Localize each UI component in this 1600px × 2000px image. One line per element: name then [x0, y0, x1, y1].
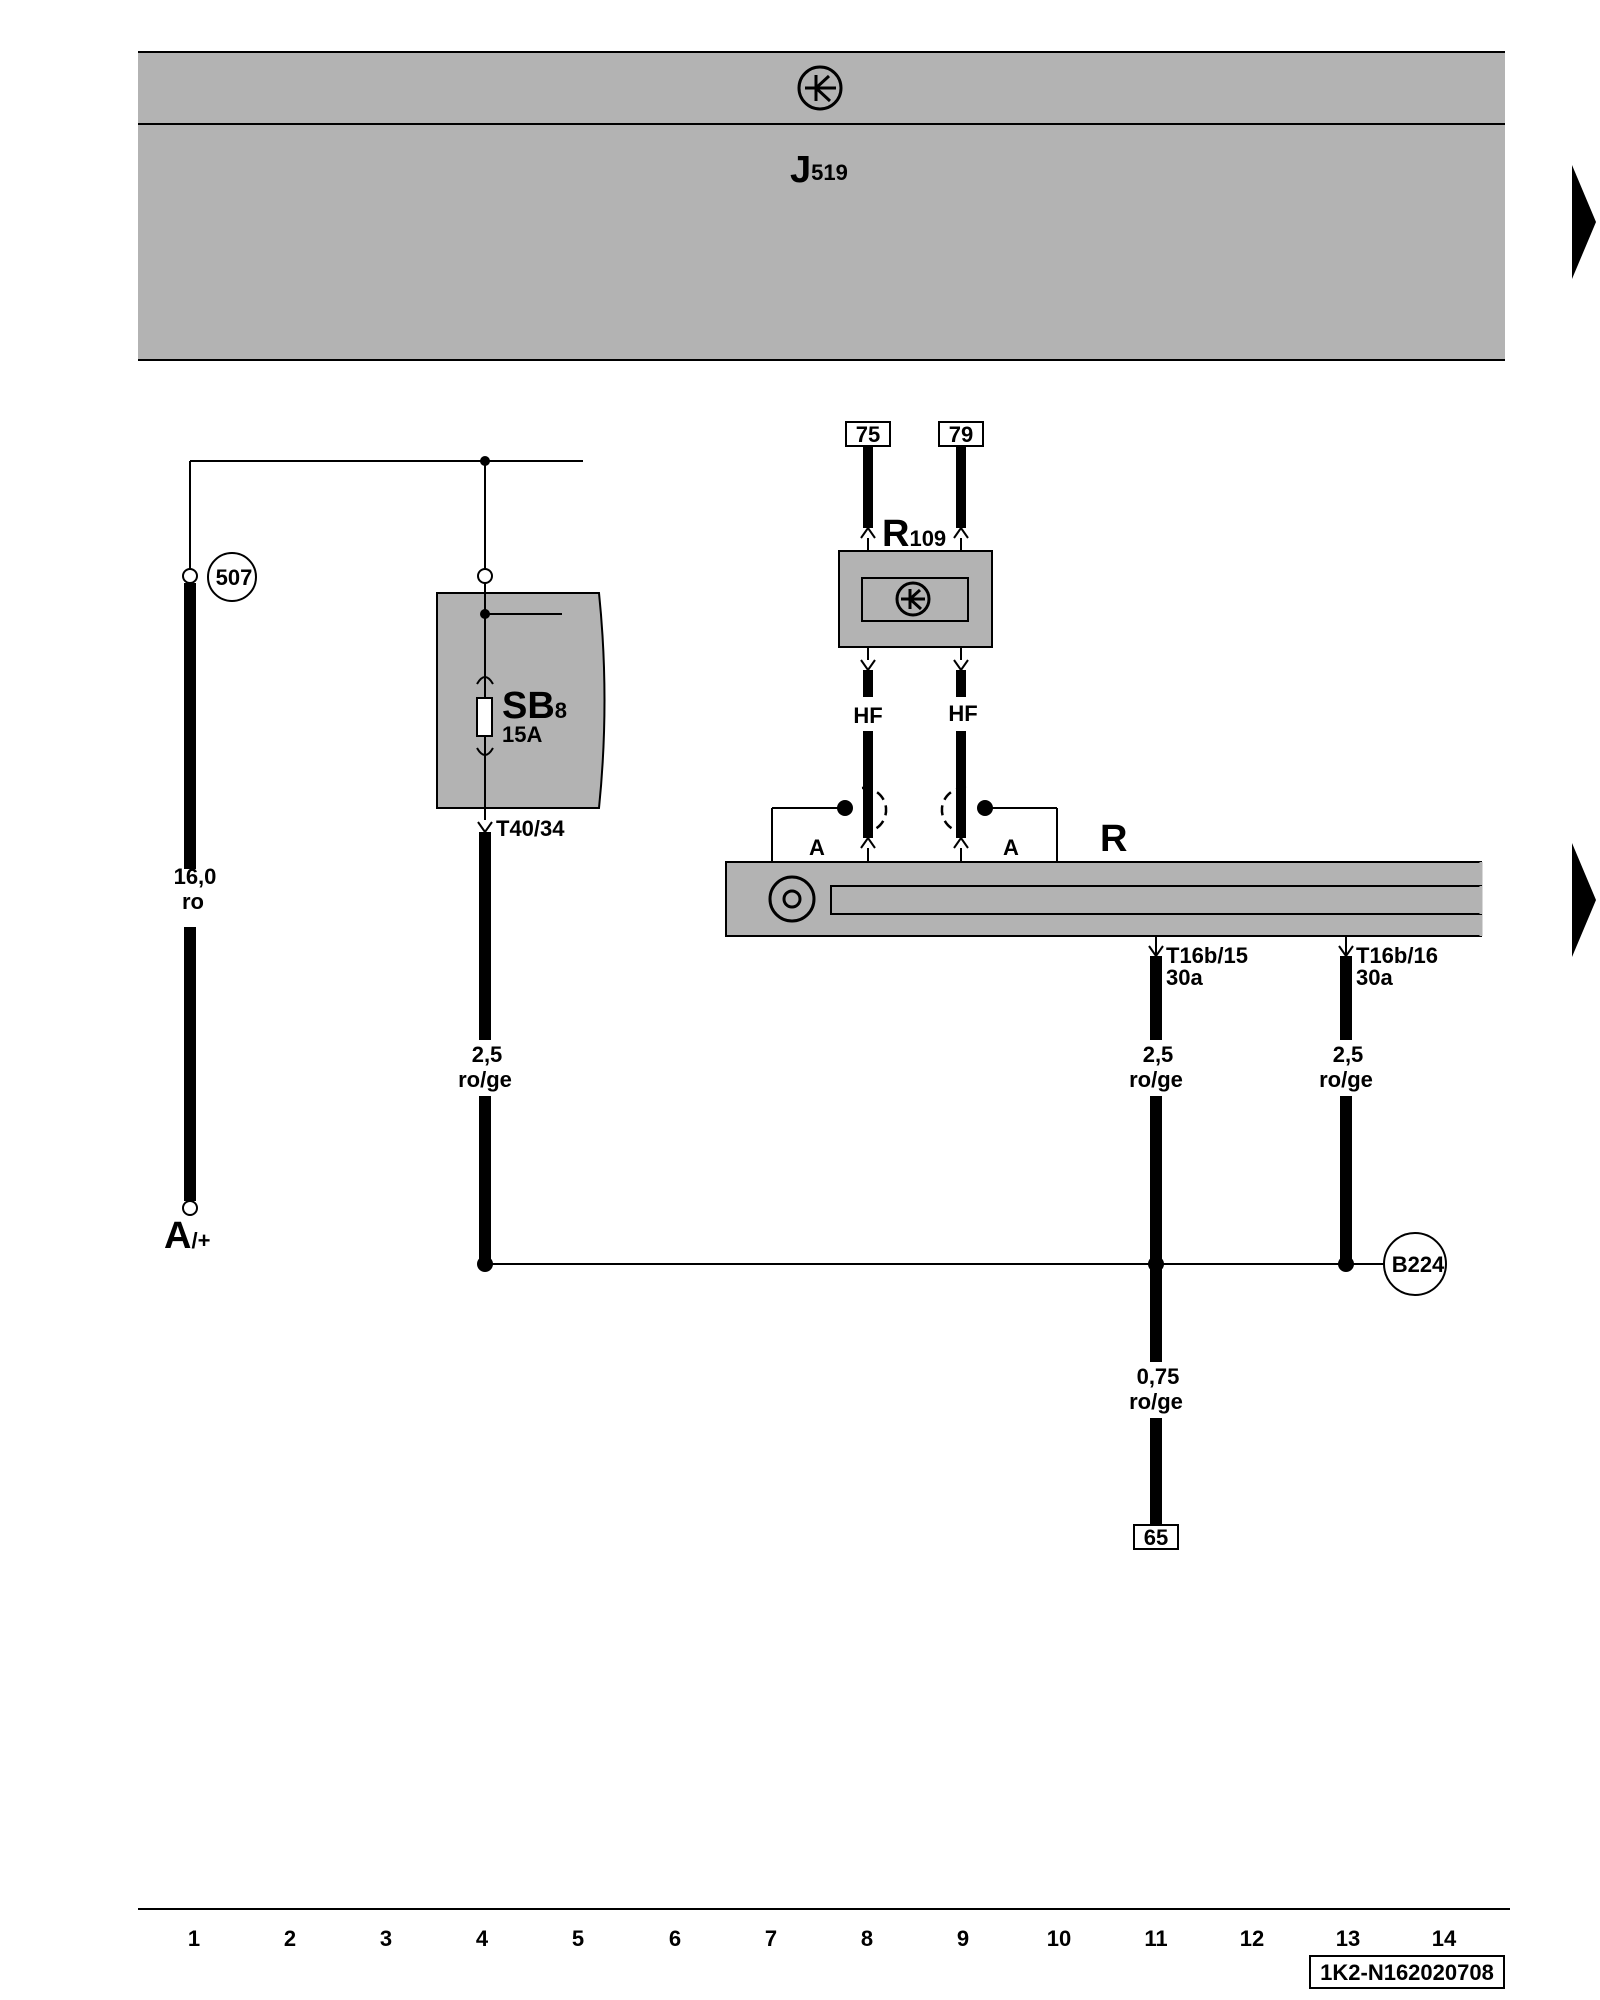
- track-number: 7: [765, 1926, 777, 1951]
- transistor-icon: [895, 581, 931, 617]
- track-number: 4: [476, 1926, 489, 1951]
- fuse-terminal: T40/34: [496, 816, 565, 841]
- ground-wire-color: ro/ge: [1129, 1389, 1183, 1414]
- radio-label: R: [1100, 818, 1127, 860]
- battery-wire-size: 16,0: [174, 864, 217, 889]
- radio-pin-2: T16b/16: [1356, 943, 1438, 968]
- svg-text:79: 79: [949, 422, 973, 447]
- transistor-icon: [797, 65, 843, 111]
- connection-b224-marker: B224: [1383, 1232, 1447, 1296]
- track-number: 14: [1432, 1926, 1457, 1951]
- track-number: 1: [188, 1926, 200, 1951]
- track-number: 9: [957, 1926, 969, 1951]
- next-page-arrow-middle: [1572, 843, 1596, 957]
- diagram-code: 1K2-N162020708: [1320, 1960, 1494, 1985]
- track-number: 2: [284, 1926, 296, 1951]
- radio-wire-1-size: 2,5: [1143, 1042, 1174, 1067]
- fuse-label: SB8: [502, 685, 567, 727]
- fuse-box: [436, 592, 606, 809]
- svg-text:507: 507: [216, 565, 253, 590]
- fuse-wire-size: 2,5: [472, 1042, 503, 1067]
- track-number: 10: [1047, 1926, 1071, 1951]
- svg-text:65: 65: [1144, 1525, 1168, 1550]
- control-unit-housing: [138, 52, 1505, 360]
- coax-shield-right: [940, 786, 1058, 862]
- hf-right-label: HF: [948, 701, 977, 726]
- diagram-code-box: [1309, 1955, 1505, 1989]
- svg-text:75: 75: [856, 422, 880, 447]
- radio-wire-2-color: ro/ge: [1319, 1067, 1373, 1092]
- control-unit-label: J519: [790, 149, 848, 191]
- track-number: 5: [572, 1926, 584, 1951]
- track-number: 11: [1144, 1926, 1167, 1951]
- fuse-icon: [476, 676, 494, 756]
- battery-wire-color: ro: [182, 889, 204, 914]
- current-track-numbers: 1 2 3 4 5 6 7 8 9 10 11 12 13 14: [188, 1926, 1457, 1951]
- coax-shield-left: [771, 786, 888, 862]
- svg-text:B224: B224: [1392, 1252, 1445, 1277]
- radio-terminal-1: 30a: [1166, 965, 1203, 990]
- track-number: 8: [861, 1926, 873, 1951]
- ground-wire-size: 0,75: [1137, 1364, 1180, 1389]
- fuse-wire-color: ro/ge: [458, 1067, 512, 1092]
- track-number: 12: [1240, 1926, 1264, 1951]
- track-number: 13: [1336, 1926, 1360, 1951]
- radio-wire-1-color: ro/ge: [1129, 1067, 1183, 1092]
- battery-label: A/+: [164, 1215, 210, 1257]
- next-page-arrow-top: [1572, 165, 1596, 279]
- reference-65-box: [1133, 1524, 1179, 1550]
- track-number: 6: [669, 1926, 681, 1951]
- radio-unit-label: R109: [882, 513, 946, 555]
- radio-wire-2-size: 2,5: [1333, 1042, 1364, 1067]
- reference-75-box: [845, 421, 891, 447]
- radio-terminal-2: 30a: [1356, 965, 1393, 990]
- track-number: 3: [380, 1926, 392, 1951]
- fuse-rating: 15A: [502, 722, 542, 747]
- radio-pin-1: T16b/15: [1166, 943, 1248, 968]
- shield-left-label: A: [809, 835, 825, 860]
- hf-left-label: HF: [853, 703, 882, 728]
- shield-right-label: A: [1003, 835, 1019, 860]
- connection-507-marker: 507: [207, 552, 257, 602]
- radio-knob-icon: [768, 875, 816, 923]
